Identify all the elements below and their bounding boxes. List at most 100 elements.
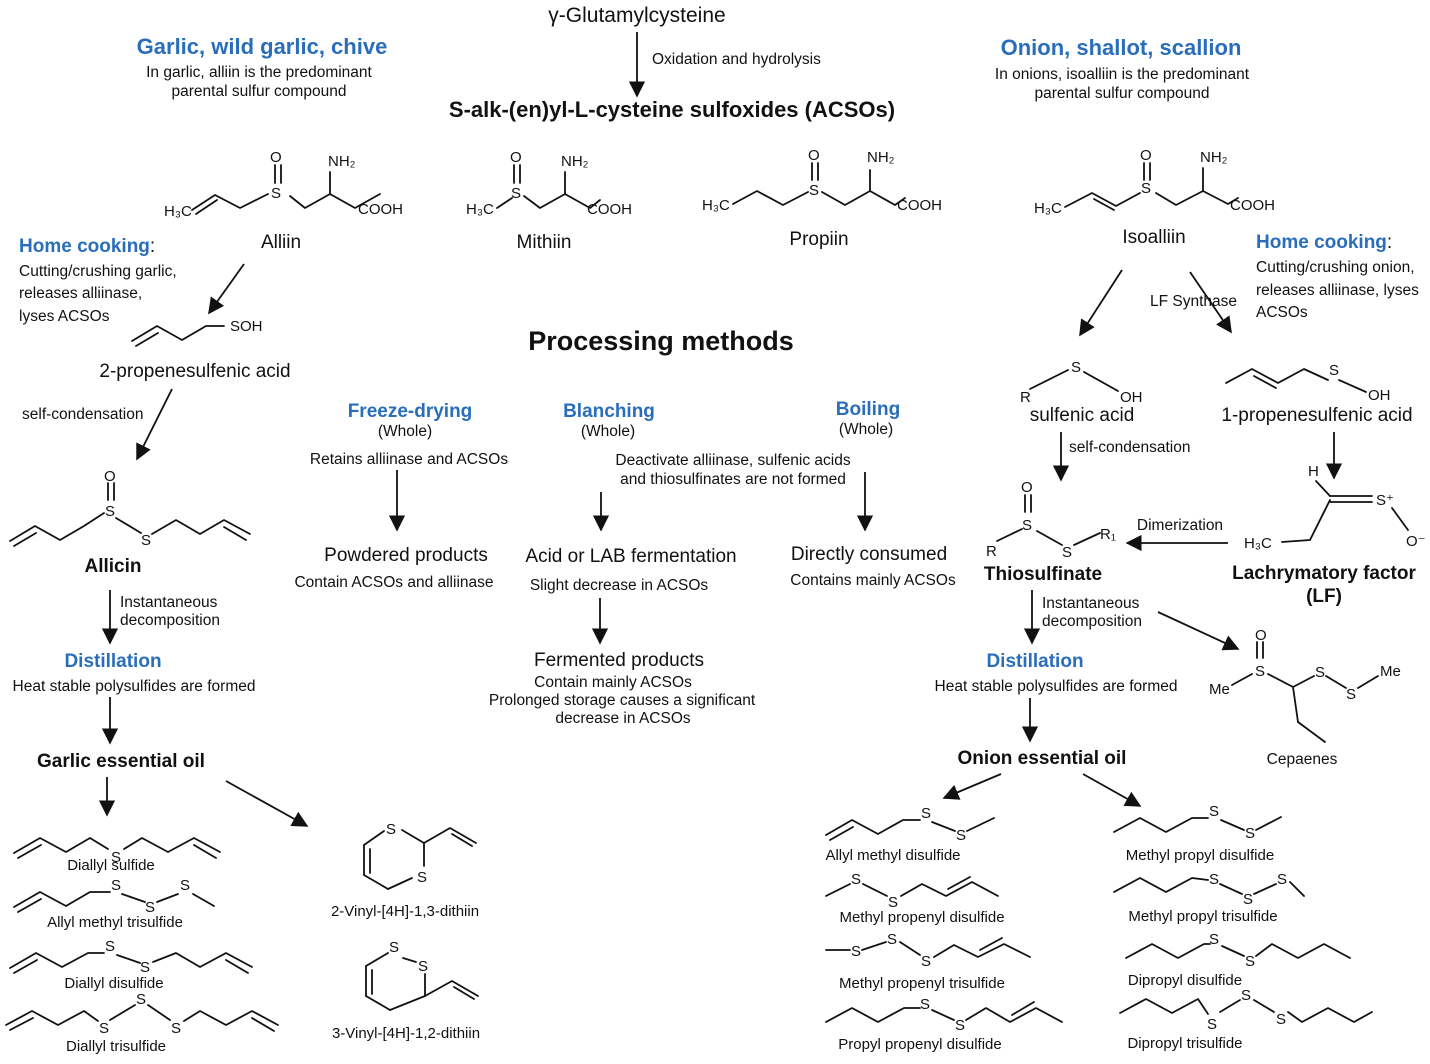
isoalliin-structure: H₃C S O NH₂ COOH xyxy=(1034,147,1275,217)
propiin-label: Propiin xyxy=(789,229,848,250)
svg-text:O⁻: O⁻ xyxy=(1406,533,1426,550)
allicin-label: Allicin xyxy=(84,556,141,577)
svg-text:R: R xyxy=(986,543,997,560)
svg-text:Me: Me xyxy=(1380,663,1401,680)
svg-text:S: S xyxy=(136,991,146,1008)
propyl-propenyl-disulfide-structure: S S xyxy=(825,996,1063,1034)
svg-text:S: S xyxy=(1209,871,1219,888)
onion-home-cooking: Home cooking: xyxy=(1256,232,1392,253)
svg-text:NH₂: NH₂ xyxy=(1200,149,1228,166)
fermented-note-1: Contain mainly ACSOs xyxy=(534,674,692,691)
alliin-label: Alliin xyxy=(261,232,301,253)
methyl-propyl-disulfide-structure: S S xyxy=(1113,803,1282,842)
garlic-product-6: 3-Vinyl-[4H]-1,2-dithiin xyxy=(332,1025,480,1042)
propenesulfenic-label: 1-propenesulfenic acid xyxy=(1221,405,1412,426)
oxidation-label: Oxidation and hydrolysis xyxy=(652,51,821,68)
boiling-label: Boiling xyxy=(836,399,900,420)
alliin-structure: H₃C S O NH₂ COOH xyxy=(164,149,403,220)
svg-text:S: S xyxy=(1209,803,1219,820)
arrow-lf-synthase xyxy=(1189,271,1232,334)
thiosulfinate-label: Thiosulfinate xyxy=(984,564,1102,585)
svg-text:S: S xyxy=(171,1020,181,1037)
garlic-note-1: In garlic, alliin is the predominant xyxy=(146,64,372,81)
svg-text:S: S xyxy=(851,943,861,960)
garlic-hc-2: releases alliinase, xyxy=(19,285,142,302)
svg-text:S: S xyxy=(920,996,930,1013)
svg-text:NH₂: NH₂ xyxy=(328,153,356,170)
svg-text:H₃C: H₃C xyxy=(702,197,730,214)
diallyl-trisulfide-structure: S S S xyxy=(5,991,279,1037)
vinyl-12-dithiin-structure: S S xyxy=(365,939,479,1011)
onion-hc-2: releases alliinase, lyses xyxy=(1256,282,1419,299)
onion-product-6: Dipropyl disulfide xyxy=(1128,972,1242,989)
garlic-product-1: Diallyl sulfide xyxy=(67,857,155,874)
onion-product-4: Methyl propyl trisulfide xyxy=(1128,908,1277,925)
arrow-dithiins xyxy=(225,780,309,827)
svg-text:S: S xyxy=(417,869,427,886)
svg-text:S: S xyxy=(1245,953,1255,970)
dipropyl-trisulfide-structure: S S S xyxy=(1119,987,1373,1033)
svg-text:S: S xyxy=(1022,517,1032,534)
diallyl-sulfide-structure: S xyxy=(13,837,221,866)
propiin-structure: H₃C S O NH₂ COOH xyxy=(702,147,942,214)
blanching-whole: (Whole) xyxy=(581,423,635,440)
deactivate-1: Deactivate alliinase, sulfenic acids xyxy=(615,452,850,469)
acsos-title: S-alk-(en)yl-L-cysteine sulfoxides (ACSO… xyxy=(449,97,895,122)
svg-text:COOH: COOH xyxy=(587,201,632,218)
onion-product-3: Methyl propenyl disulfide xyxy=(839,909,1004,926)
powdered-note: Contain ACSOs and alliinase xyxy=(294,574,493,591)
diallyl-disulfide-structure: S S xyxy=(9,938,253,976)
arrow-onion-products-left xyxy=(942,773,1002,800)
onion-hc-3: ACSOs xyxy=(1256,304,1308,321)
svg-text:S: S xyxy=(180,877,190,894)
freeze-whole: (Whole) xyxy=(378,423,432,440)
powdered-products: Powdered products xyxy=(324,545,488,566)
svg-text:S: S xyxy=(418,958,428,975)
direct-note: Contains mainly ACSOs xyxy=(790,572,956,589)
svg-text:S: S xyxy=(386,821,396,838)
svg-text:S: S xyxy=(105,938,115,955)
garlic-inst-2: decomposition xyxy=(120,612,220,629)
svg-text:S: S xyxy=(111,877,121,894)
svg-text:H₃C: H₃C xyxy=(1034,200,1062,217)
lf-label-2: (LF) xyxy=(1306,586,1342,607)
onion-note-2: parental sulfur compound xyxy=(1035,85,1210,102)
onion-heat: Heat stable polysulfides are formed xyxy=(935,678,1178,695)
onion-hc-1: Cutting/crushing onion, xyxy=(1256,259,1415,276)
vinyl-13-dithiin-structure: S S xyxy=(363,821,477,890)
svg-text:S⁺: S⁺ xyxy=(1376,492,1394,509)
svg-text:S: S xyxy=(851,871,861,888)
svg-text:O: O xyxy=(510,149,522,166)
garlic-product-5: 2-Vinyl-[4H]-1,3-dithiin xyxy=(331,903,479,920)
svg-text:R₁: R₁ xyxy=(1100,526,1116,543)
blanching-label: Blanching xyxy=(563,401,655,422)
garlic-self-condensation: self-condensation xyxy=(22,406,144,423)
svg-text:S: S xyxy=(1277,871,1287,888)
allicin-structure: S S O xyxy=(9,468,251,549)
svg-text:S: S xyxy=(141,532,151,549)
svg-text:S: S xyxy=(140,959,150,976)
svg-text:O: O xyxy=(1140,147,1152,164)
onion-product-7: Propyl propenyl disulfide xyxy=(838,1036,1001,1053)
garlic-distillation: Distillation xyxy=(64,651,161,672)
precursor-label: γ-Glutamylcysteine xyxy=(548,4,725,27)
svg-text:S: S xyxy=(1207,1016,1217,1033)
svg-text:COOH: COOH xyxy=(1230,197,1275,214)
onion-product-5: Methyl propenyl trisulfide xyxy=(839,975,1005,992)
onion-header: Onion, shallot, scallion xyxy=(1001,35,1242,60)
garlic-home-cooking: Home cooking: xyxy=(19,236,155,257)
garlic-inst-1: Instantaneous xyxy=(120,594,218,611)
svg-text:R: R xyxy=(1020,389,1031,406)
allyl-methyl-disulfide-structure: S S xyxy=(825,805,995,844)
garlic-hc-3: lyses ACSOs xyxy=(19,308,110,325)
fermented-products: Fermented products xyxy=(534,650,704,671)
svg-text:S: S xyxy=(1071,359,1081,376)
svg-text:O: O xyxy=(270,149,282,166)
svg-text:S: S xyxy=(389,939,399,956)
svg-text:S: S xyxy=(111,849,121,866)
onion-inst-2: decomposition xyxy=(1042,613,1142,630)
boiling-whole: (Whole) xyxy=(839,421,893,438)
garlic-product-3: Diallyl disulfide xyxy=(64,975,163,992)
propenesulfenic-structure: SOH xyxy=(131,318,263,347)
